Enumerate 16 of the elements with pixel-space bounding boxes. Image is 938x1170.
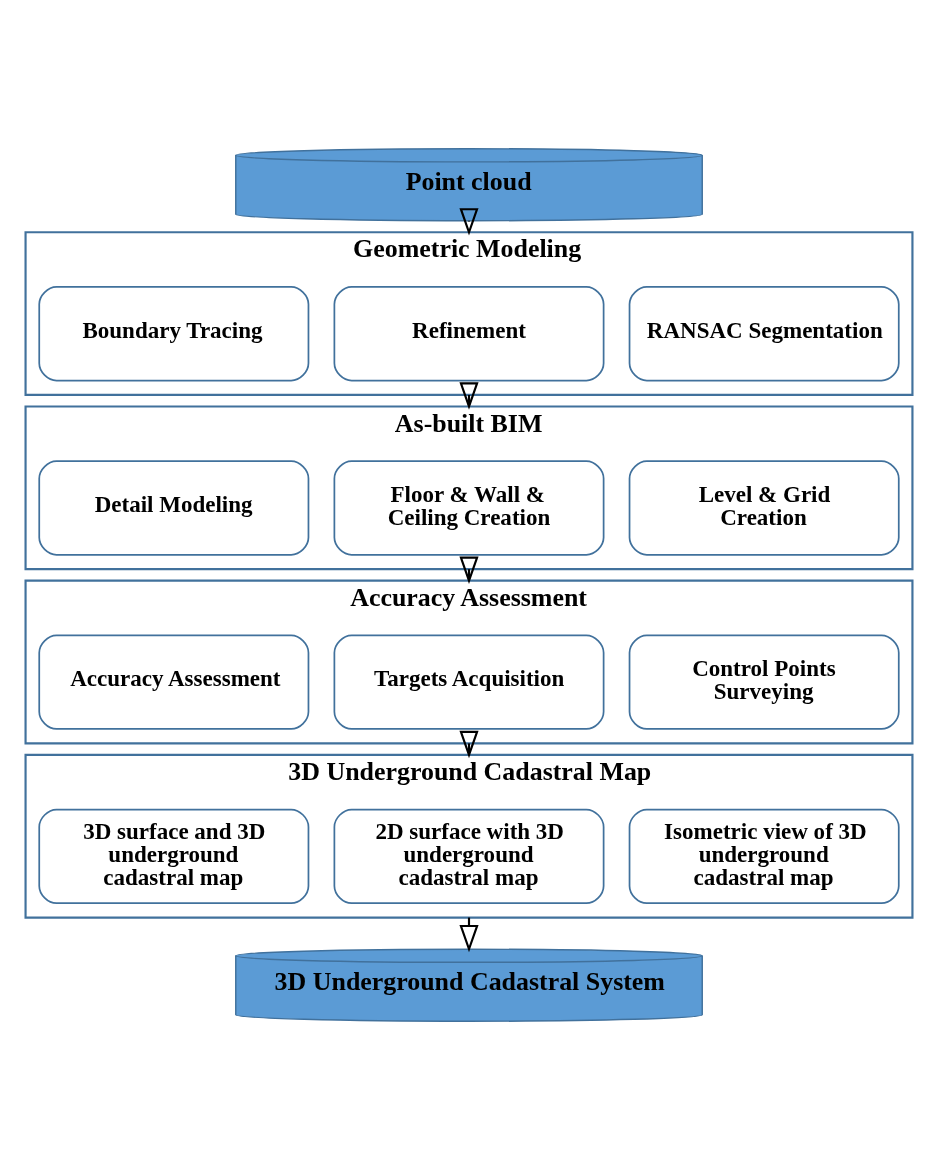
arrow [459, 730, 479, 759]
node-box: Control Points Surveying [628, 634, 900, 730]
node-box: Refinement [333, 286, 605, 382]
node-box: Detail Modeling [38, 460, 310, 556]
arrow [459, 556, 479, 584]
arrow [459, 208, 479, 236]
node-box: Boundary Tracing [38, 286, 310, 382]
node-box: 3D surface and 3D underground cadastral map [38, 808, 310, 905]
arrow [459, 382, 479, 410]
node-box: Targets Acquisition [333, 634, 605, 730]
node-box: RANSAC Segmentation [628, 286, 900, 382]
node-box: Floor & Wall & Ceiling Creation [333, 460, 605, 556]
node-box: 2D surface with 3D underground cadastral map [333, 808, 605, 905]
node-box: Level & Grid Creation [628, 460, 900, 556]
node-box: Accuracy Assessment [38, 634, 310, 730]
node-box: Isometric view of 3D underground cadastral map [628, 808, 900, 905]
